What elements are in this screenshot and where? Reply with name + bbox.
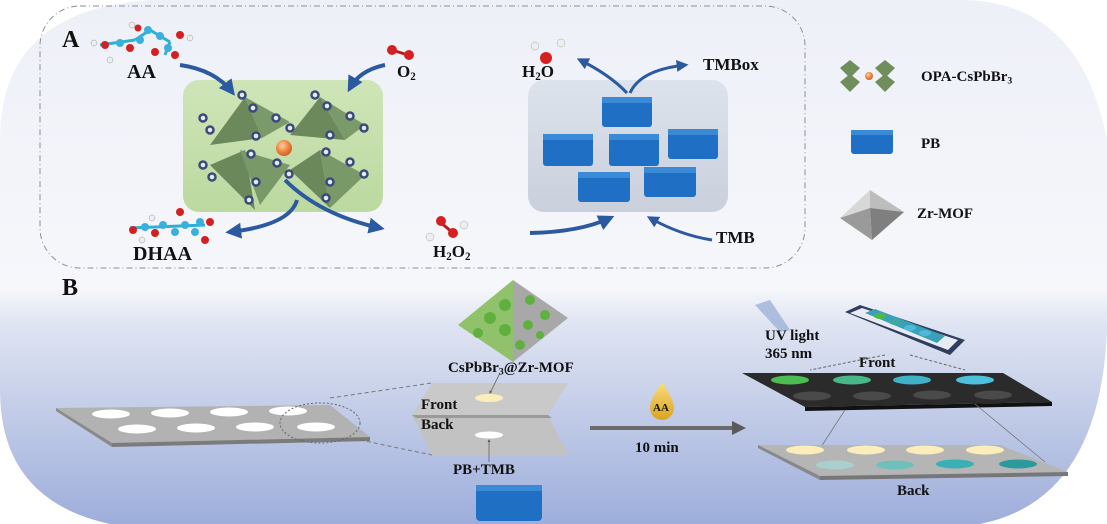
zoom-highlight-circle bbox=[279, 402, 361, 444]
legend-octahedron-icon bbox=[840, 190, 904, 240]
arrow-tmb-to-pb bbox=[646, 216, 713, 242]
o2-label: O2 bbox=[397, 63, 416, 83]
panel-b-letter: B bbox=[62, 275, 79, 301]
blue-cube-icon bbox=[609, 134, 659, 166]
dhaa-molecule-icon bbox=[129, 208, 214, 244]
arrow-pb-to-tmbox bbox=[628, 59, 689, 94]
process-arrow-head bbox=[732, 421, 746, 435]
camera-guide-line bbox=[809, 354, 886, 371]
blue-cube-icon bbox=[644, 167, 696, 197]
arrow-catalyst-to-h2o2 bbox=[283, 178, 385, 234]
h2o-sub: 2 bbox=[535, 70, 541, 83]
blue-cube-icon bbox=[602, 97, 652, 127]
front-plate-result bbox=[742, 373, 1052, 411]
uv-light-label: UV light bbox=[765, 328, 820, 344]
composite-label-sub: 3 bbox=[498, 366, 504, 378]
cesium-center-atom bbox=[276, 140, 292, 156]
h2o2-label: H2O2 bbox=[433, 243, 471, 263]
tmbox-label: TMBox bbox=[703, 55, 759, 74]
h2o-label: H2O bbox=[522, 63, 554, 83]
arrow-catalyst-to-dhaa bbox=[225, 199, 299, 239]
o2-molecule-icon bbox=[387, 45, 414, 60]
zoom-guide-line bbox=[359, 439, 433, 456]
aa-droplet-icon bbox=[650, 382, 674, 420]
dhaa-label: DHAA bbox=[133, 243, 192, 265]
perovskite-crystal-icon bbox=[210, 97, 365, 210]
fold-front-label: Front bbox=[421, 397, 458, 413]
h2o2-h: H bbox=[433, 242, 447, 261]
paper-test-strip bbox=[56, 405, 370, 447]
pb-tmb-label: PB+TMB bbox=[453, 462, 515, 478]
pb-cube-icon bbox=[476, 485, 542, 521]
blue-cube-icon bbox=[578, 172, 630, 202]
tmb-label: TMB bbox=[716, 228, 755, 247]
composite-label-b: @Zr-MOF bbox=[503, 360, 574, 376]
panel-a-dashed-border bbox=[39, 5, 806, 269]
arrow-h2o2-to-pb bbox=[529, 215, 615, 235]
droplet-label: AA bbox=[653, 402, 669, 414]
uv-light-beam-icon bbox=[755, 300, 790, 332]
legend-pb-cube-icon bbox=[851, 130, 893, 154]
h2o2-sub2: 2 bbox=[465, 250, 471, 263]
legend-label-perovskite-base: OPA-CsPbBr bbox=[921, 69, 1008, 85]
legend-label-pb: PB bbox=[921, 136, 941, 152]
time-label: 10 min bbox=[635, 440, 679, 456]
arrow-pb-to-h2o bbox=[576, 58, 629, 95]
h2o-o: O bbox=[540, 62, 554, 81]
folded-paper-device bbox=[412, 383, 568, 455]
legend-label-perovskite-sub: 3 bbox=[1007, 75, 1013, 87]
pointer-arrow-composite bbox=[489, 372, 501, 394]
h2o-molecule-icon bbox=[530, 38, 566, 64]
h2o2-o: O bbox=[451, 242, 465, 261]
h2o2-molecule-icon bbox=[425, 216, 469, 242]
zoom-guide-line bbox=[329, 382, 433, 399]
composite-label-a: CsPbBr bbox=[448, 360, 499, 376]
panel-a-letter: A bbox=[62, 27, 80, 53]
o2-label-base: O bbox=[397, 62, 411, 81]
camera-guide-line bbox=[909, 354, 966, 371]
arrow-o2-to-catalyst bbox=[347, 63, 386, 93]
legend-label-perovskite: OPA-CsPbBr3 bbox=[921, 70, 1012, 86]
pb-cubes-cluster bbox=[543, 97, 718, 202]
result-front-label: Front bbox=[859, 355, 896, 371]
uv-wavelength-label: 365 nm bbox=[765, 346, 813, 362]
aa-label: AA bbox=[127, 61, 156, 83]
composite-octahedron-icon bbox=[458, 280, 568, 362]
o2-label-sub: 2 bbox=[410, 70, 416, 83]
fold-back-label: Back bbox=[421, 417, 454, 433]
h2o-h: H bbox=[522, 62, 536, 81]
arrow-aa-to-catalyst bbox=[179, 63, 235, 96]
smartphone-icon bbox=[845, 305, 965, 355]
layer-guide-line bbox=[974, 403, 1046, 463]
blue-cube-icon bbox=[668, 129, 718, 159]
blue-cube-icon bbox=[543, 134, 593, 166]
legend-perovskite-icon bbox=[840, 60, 895, 92]
perovskite-atoms bbox=[198, 90, 369, 205]
legend-label-zr-mof: Zr-MOF bbox=[917, 206, 974, 222]
composite-label: CsPbBr3@Zr-MOF bbox=[448, 361, 574, 377]
aa-molecule-icon bbox=[90, 21, 194, 64]
result-back-label: Back bbox=[897, 483, 930, 499]
back-plate-result bbox=[758, 445, 1068, 480]
h2o2-sub1: 2 bbox=[446, 250, 452, 263]
